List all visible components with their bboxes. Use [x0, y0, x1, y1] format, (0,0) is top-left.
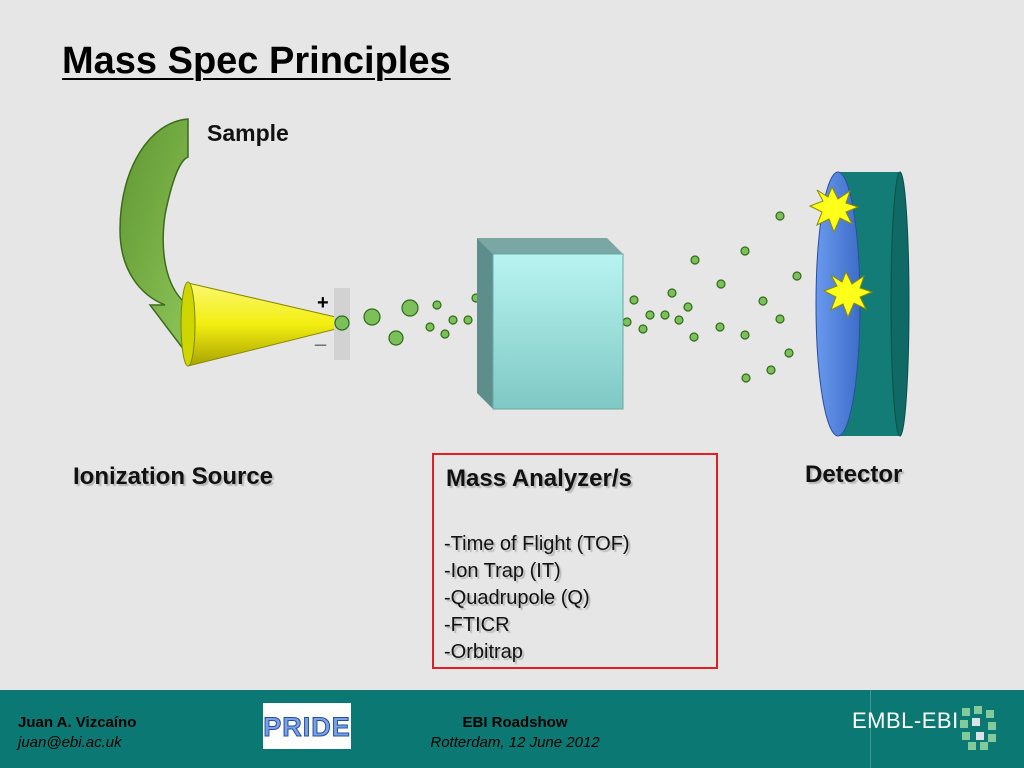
- droplet: [784, 348, 794, 358]
- footer-email: juan@ebi.ac.uk: [18, 734, 122, 751]
- list-item: -Ion Trap (IT): [444, 560, 561, 582]
- footer-location-date: Rotterdam, 12 June 2012: [430, 734, 600, 751]
- droplet: [674, 315, 684, 325]
- droplet: [334, 315, 350, 331]
- list-item: -Orbitrap: [444, 641, 523, 663]
- droplet: [448, 315, 458, 325]
- droplet: [660, 310, 670, 320]
- footer-author: Juan A. Vizcaíno: [18, 714, 137, 731]
- droplet: [388, 330, 404, 346]
- droplet: [645, 310, 655, 320]
- sample-arrow: [119, 118, 200, 352]
- droplet: [363, 308, 381, 326]
- droplet: [792, 271, 802, 281]
- droplet: [715, 322, 725, 332]
- droplet: [425, 322, 435, 332]
- droplet: [629, 295, 639, 305]
- droplet: [775, 211, 785, 221]
- mass-spec-diagram: + _: [119, 118, 910, 437]
- impact-flash-icon: [808, 185, 860, 234]
- droplet: [716, 279, 726, 289]
- droplet: [440, 329, 450, 339]
- droplet: [740, 330, 750, 340]
- droplet: [758, 296, 768, 306]
- footer-divider: [870, 690, 871, 768]
- minus-sign: _: [314, 326, 327, 348]
- droplet: [401, 299, 419, 317]
- detector-label: Detector: [805, 461, 903, 488]
- droplet: [683, 302, 693, 312]
- droplet: [463, 315, 473, 325]
- list-item: -FTICR: [444, 614, 510, 636]
- plus-sign: +: [317, 292, 329, 314]
- ionization-cone-opening: [180, 281, 196, 367]
- droplet: [690, 255, 700, 265]
- droplet: [775, 314, 785, 324]
- impact-flash-icon: [822, 270, 874, 319]
- droplet: [740, 246, 750, 256]
- embl-ebi-logo-icon: [960, 706, 996, 750]
- droplet: [667, 288, 677, 298]
- droplet: [638, 324, 648, 334]
- pride-logo: PRIDE: [263, 703, 351, 749]
- mass-analyzer-title: Mass Analyzer/s: [446, 465, 632, 492]
- mass-analyzer-list: -Time of Flight (TOF) -Ion Trap (IT) -Qu…: [444, 531, 630, 666]
- list-item: -Quadrupole (Q): [444, 587, 590, 609]
- mass-analyzer-box: Mass Analyzer/s -Time of Flight (TOF) -I…: [432, 453, 718, 669]
- sample-label: Sample: [207, 120, 289, 146]
- pride-logo-text: PRIDE: [263, 712, 351, 743]
- footer-event: EBI Roadshow: [462, 714, 568, 731]
- droplet: [766, 365, 776, 375]
- droplet: [689, 332, 699, 342]
- droplet: [741, 373, 751, 383]
- list-item: -Time of Flight (TOF): [444, 533, 630, 555]
- ionization-source-label: Ionization Source: [73, 463, 274, 490]
- page-title: Mass Spec Principles: [62, 40, 451, 82]
- droplet: [432, 300, 442, 310]
- footer: Juan A. Vizcaíno juan@ebi.ac.uk PRIDE EB…: [0, 690, 1024, 768]
- embl-ebi-logo: EMBL-EBI: [852, 708, 959, 733]
- droplets: [334, 211, 802, 383]
- mass-analyzer-cube: [477, 238, 624, 410]
- droplet: [622, 317, 632, 327]
